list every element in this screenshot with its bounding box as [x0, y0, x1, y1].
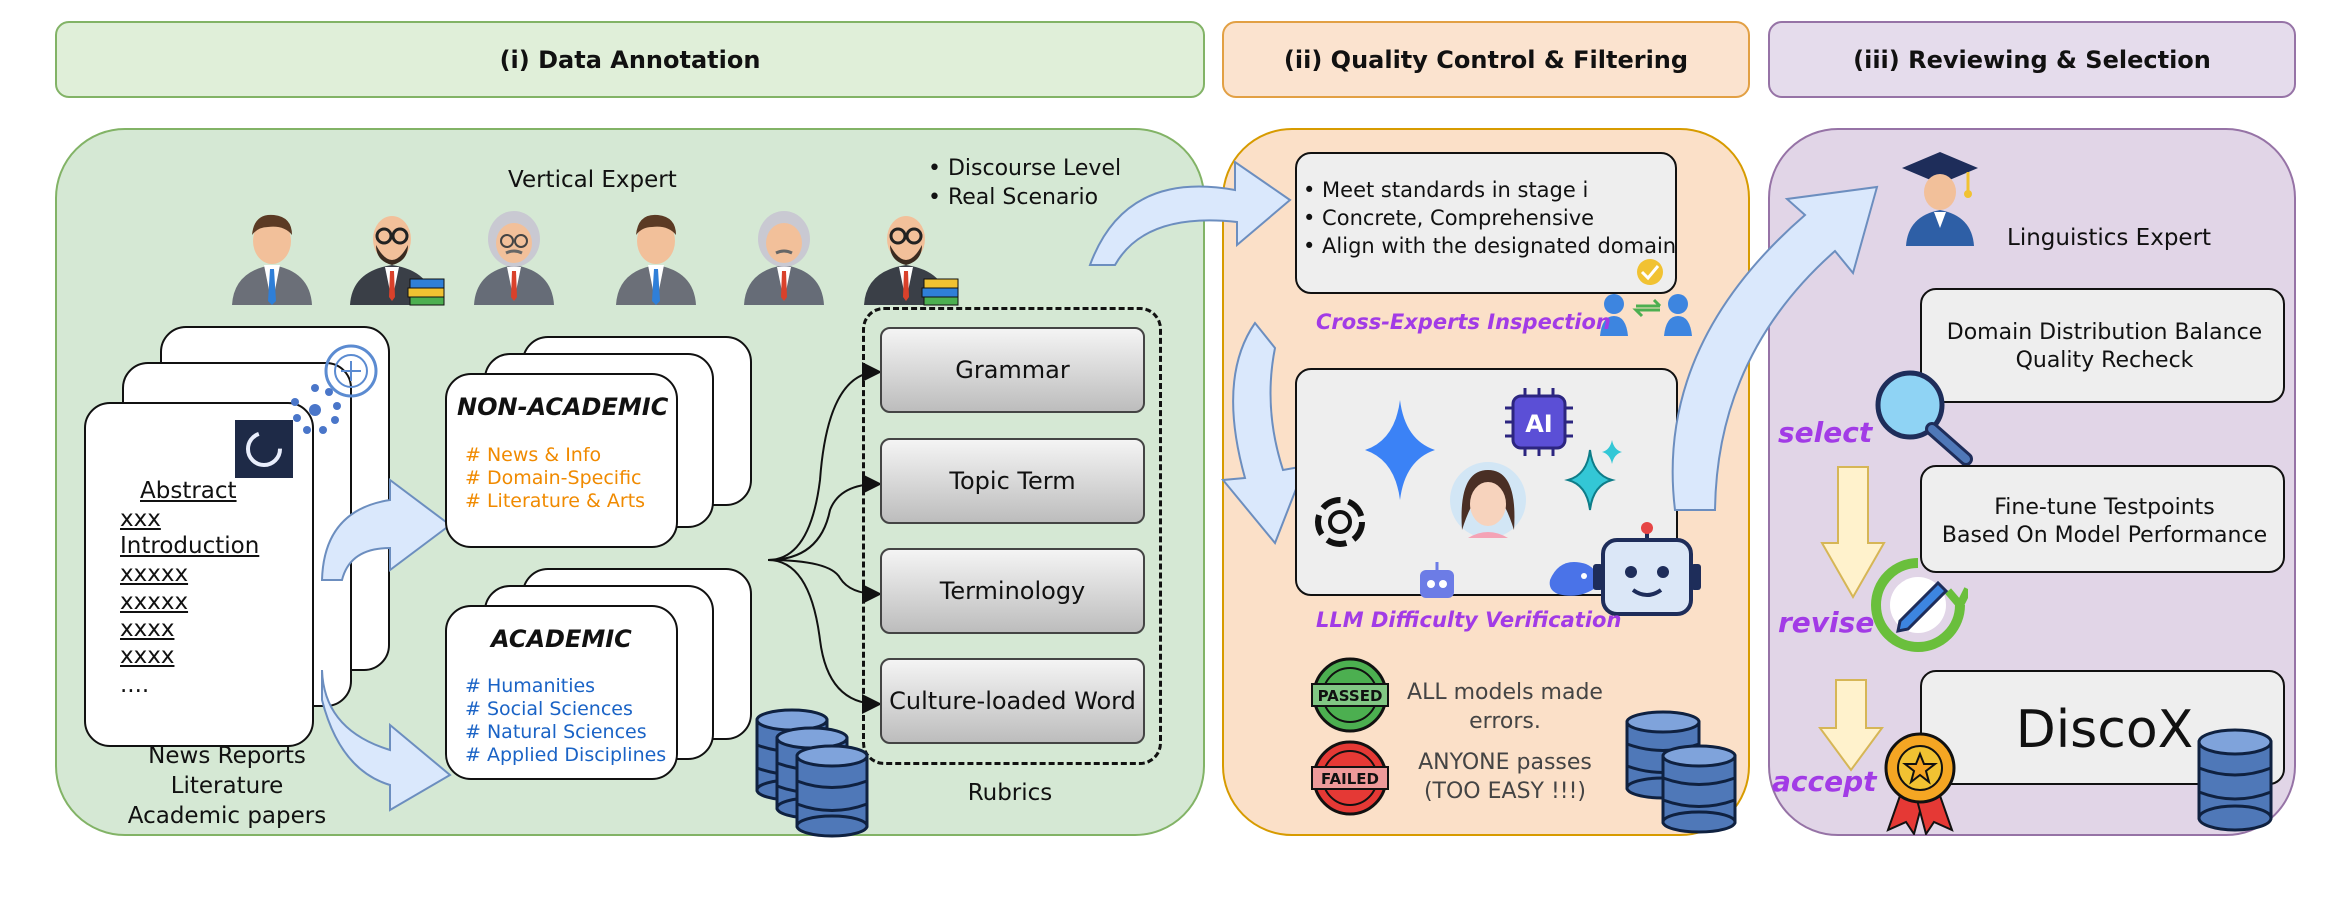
non-academic-item-domain: # Domain-Specific — [465, 467, 642, 489]
rubric-terminology: Terminology — [880, 548, 1145, 634]
university-seal-icon — [324, 344, 378, 398]
academic-item-natural: # Natural Sciences — [465, 721, 647, 743]
source-news-reports: News Reports — [148, 743, 306, 769]
non-academic-title: NON-ACADEMIC — [457, 393, 669, 421]
doc-line-abstract: Abstract — [140, 478, 237, 504]
doc-line-7: .... — [120, 672, 150, 698]
dotted-logo-icon — [291, 384, 341, 434]
step-revise-label: revise — [1778, 606, 1875, 639]
real-scenario-note: • Real Scenario — [928, 185, 1099, 210]
review-box-fine-tune: Fine-tune Testpoints Based On Model Perf… — [1920, 465, 2285, 573]
graduate-expert-icon — [1902, 152, 1978, 246]
award-medal-icon — [1884, 732, 1956, 835]
header-quality-control: (ii) Quality Control & Filtering — [1222, 21, 1750, 98]
grey-haired-expert-icon-2 — [744, 211, 824, 305]
magnifier-icon — [1875, 370, 1973, 465]
failed-text-line1: ANYONE passes — [1418, 750, 1592, 775]
professor-with-books-icon — [350, 216, 445, 306]
assistant-avatar-icon — [1450, 462, 1526, 538]
header-data-annotation: (i) Data Annotation — [55, 21, 1205, 98]
down-arrow-1 — [1820, 466, 1886, 600]
sparkle-small-icon — [1602, 440, 1622, 464]
cross-experts-label: Cross-Experts Inspection — [1316, 310, 1611, 334]
sparkle-icon — [1564, 449, 1616, 511]
llm-verification-label: LLM Difficulty Verification — [1316, 608, 1622, 632]
expert-avatars — [232, 211, 959, 306]
academic-card: ACADEMIC # Humanities # Social Sciences … — [445, 605, 678, 780]
failed-badge-label: FAILED — [1321, 770, 1379, 788]
source-academic-papers: Academic papers — [127, 803, 327, 829]
criteria-line-1: • Meet standards in stage i — [1303, 178, 1589, 202]
quality-criteria-box: • Meet standards in stage i • Concrete, … — [1295, 152, 1677, 294]
doc-line-1: xxx — [120, 506, 161, 532]
ai-chip-label: AI — [1525, 410, 1553, 438]
step-select-label: select — [1778, 416, 1873, 449]
grey-haired-expert-icon — [474, 211, 554, 305]
cross-experts-icon — [1600, 259, 1692, 336]
openai-logo-icon — [1315, 497, 1365, 547]
discourse-level-note: • Discourse Level — [928, 156, 1122, 181]
source-literature: Literature — [170, 773, 284, 799]
robot-icon — [1593, 522, 1701, 616]
rubrics-label: Rubrics — [967, 780, 1053, 806]
doc-line-3: xxxxx — [120, 561, 189, 587]
businessman-icon-2 — [616, 214, 696, 305]
ai-chip-icon: AI — [1505, 388, 1573, 456]
review-box1-line2: Quality Recheck — [2015, 348, 2194, 373]
review-box2-line2: Based On Model Performance — [1941, 523, 2268, 548]
academic-item-humanities: # Humanities — [465, 675, 596, 697]
non-academic-item-literature: # Literature & Arts — [465, 490, 646, 512]
academic-item-social: # Social Sciences — [465, 698, 633, 720]
criteria-line-3: • Align with the designated domain — [1303, 234, 1677, 258]
journal-logo-icon — [235, 420, 293, 478]
non-academic-card: NON-ACADEMIC # News & Info # Domain-Spec… — [445, 373, 678, 548]
doc-line-introduction: Introduction — [120, 533, 260, 559]
stage-transition-arrow-2 — [1671, 185, 1879, 511]
linguistics-expert-label: Linguistics Expert — [2007, 225, 2212, 251]
doc-line-4: xxxxx — [120, 589, 189, 615]
discox-label: DiscoX — [2015, 700, 2194, 760]
academic-item-applied: # Applied Disciplines — [465, 744, 667, 766]
header-data-annotation-label: (i) Data Annotation — [499, 45, 761, 74]
database-icon-2 — [1625, 710, 1737, 834]
review-box2-line1: Fine-tune Testpoints — [1994, 495, 2215, 520]
database-icon-3 — [2197, 728, 2273, 832]
vertical-expert-label: Vertical Expert — [508, 167, 677, 193]
academic-title: ACADEMIC — [491, 625, 632, 653]
llm-icons: AI — [1315, 388, 1622, 598]
stage-transition-arrow-1 — [1088, 160, 1292, 266]
failed-text-line2: (TOO EASY !!!) — [1423, 779, 1587, 804]
passed-badge-label: PASSED — [1318, 687, 1383, 705]
robot-small-icon — [1420, 562, 1454, 598]
deepseek-whale-icon — [1549, 562, 1599, 596]
rubric-topic-term: Topic Term — [880, 438, 1145, 524]
review-box-domain-balance: Domain Distribution Balance Quality Rech… — [1920, 288, 2285, 403]
gemini-star-icon — [1365, 400, 1435, 500]
revise-pen-icon — [1871, 558, 1968, 652]
doc-line-5: xxxx — [120, 616, 175, 642]
down-arrow-2 — [1818, 679, 1884, 772]
rubric-grammar: Grammar — [880, 327, 1145, 413]
review-box1-line1: Domain Distribution Balance — [1946, 320, 2263, 345]
passed-text-line2: errors. — [1469, 709, 1541, 734]
non-academic-item-news: # News & Info — [465, 444, 602, 466]
doc-to-category-arrows — [320, 478, 452, 812]
criteria-line-2: • Concrete, Comprehensive — [1303, 206, 1595, 230]
rubric-culture-loaded-word: Culture-loaded Word — [880, 658, 1145, 744]
doc-line-6: xxxx — [120, 643, 175, 669]
passed-badge-icon: PASSED — [1311, 657, 1389, 733]
header-reviewing-selection-label: (iii) Reviewing & Selection — [1853, 45, 2211, 74]
businessman-icon — [232, 214, 312, 305]
step-accept-label: accept — [1772, 765, 1877, 798]
header-quality-control-label: (ii) Quality Control & Filtering — [1283, 45, 1689, 74]
passed-text-line1: ALL models made — [1407, 680, 1603, 705]
rubric-branch-arrows — [767, 362, 882, 714]
database-icon — [755, 708, 869, 838]
inspection-to-llm-arrow — [1221, 321, 1307, 545]
rubrics-container — [862, 307, 1162, 765]
professor-with-books-icon-2 — [864, 216, 959, 306]
header-reviewing-selection: (iii) Reviewing & Selection — [1768, 21, 2296, 98]
failed-badge-icon: FAILED — [1311, 740, 1389, 816]
